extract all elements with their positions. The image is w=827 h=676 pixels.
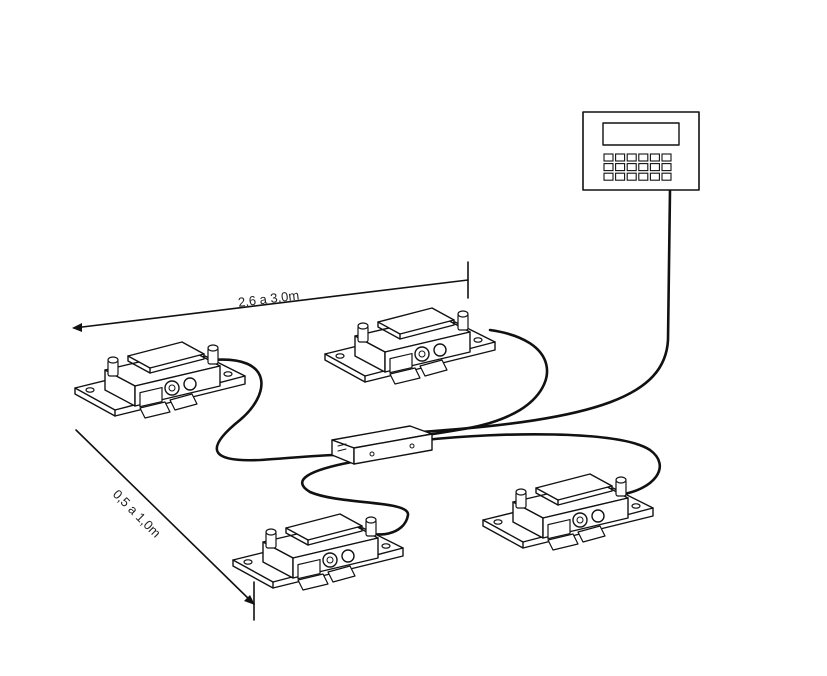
dimension-length: 2,6 a 3,0m (72, 261, 469, 332)
keypad-key (661, 172, 672, 181)
load-cell-front-right (482, 473, 654, 551)
keypad-key (626, 153, 637, 162)
keypad-key (661, 153, 672, 162)
load-cell-rear-right (324, 307, 496, 385)
keypad-key (638, 153, 649, 162)
junction-box (331, 425, 433, 465)
load-cell-front-left (232, 513, 404, 591)
keypad-key (661, 163, 672, 172)
keypad-key (649, 163, 660, 172)
keypad-key (603, 153, 614, 162)
keypad-key (603, 163, 614, 172)
keypad-key (638, 172, 649, 181)
keypad-key (603, 172, 614, 181)
keypad-key (626, 172, 637, 181)
indicator-keypad (603, 153, 672, 181)
indicator-display (602, 122, 680, 146)
keypad-key (615, 153, 626, 162)
keypad-key (649, 172, 660, 181)
cables (210, 188, 672, 536)
keypad-key (615, 163, 626, 172)
dimension-length-label: 2,6 a 3,0m (237, 287, 300, 309)
keypad-key (615, 172, 626, 181)
load-cell-rear-left (74, 341, 246, 419)
keypad-key (649, 153, 660, 162)
keypad-key (626, 163, 637, 172)
keypad-key (638, 163, 649, 172)
weighing-indicator (582, 111, 700, 191)
dimension-width-label: 0,5 a 1,0m (110, 487, 164, 541)
